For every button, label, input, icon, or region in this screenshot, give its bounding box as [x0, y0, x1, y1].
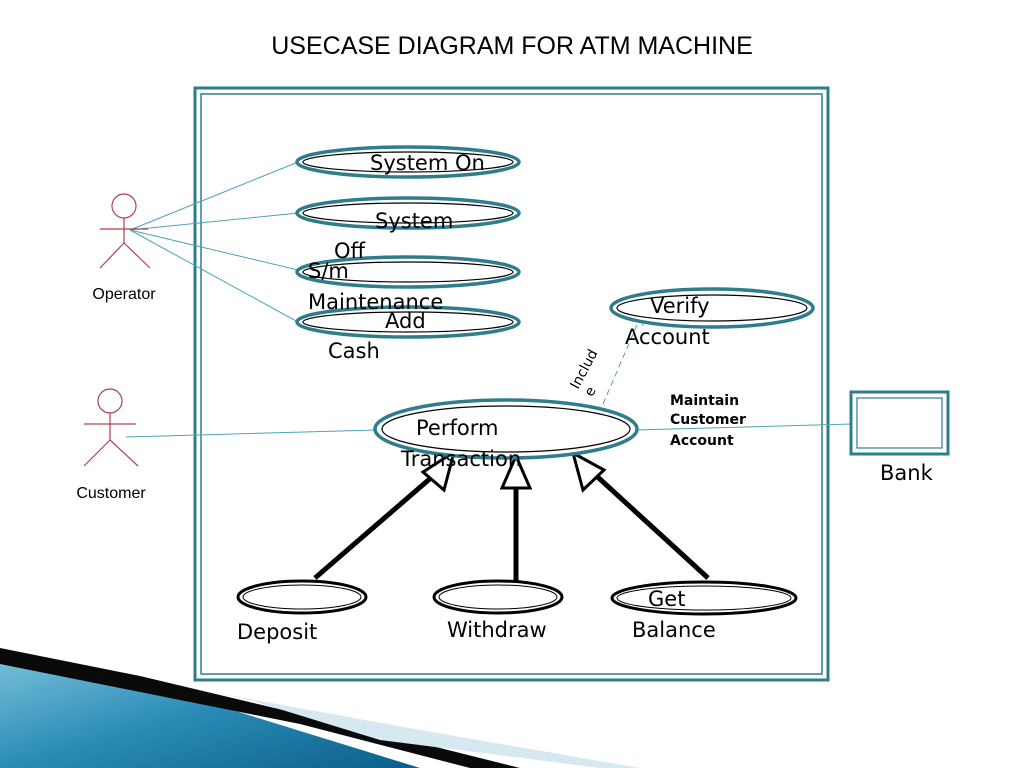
usecase-system-off	[295, 196, 521, 230]
usecase-label-perform-1: Perform	[416, 416, 498, 440]
include-label-line-2: e	[582, 384, 600, 399]
usecase-perform-transaction	[373, 398, 639, 460]
generalization-balance	[570, 449, 710, 580]
generalization-deposit	[313, 448, 457, 580]
system-boundary	[193, 86, 830, 682]
generalization-withdraw	[499, 452, 533, 586]
actor-label-operator: Operator	[92, 286, 156, 303]
usecase-label-system-off-1: System	[375, 209, 453, 233]
usecase-label-balance-2: Balance	[632, 618, 716, 642]
usecase-withdraw	[432, 579, 564, 615]
usecase-label-add-cash-2: Cash	[328, 339, 380, 363]
usecase-label-system-on: System On	[370, 151, 485, 175]
usecase-label-withdraw: Withdraw	[447, 618, 547, 642]
customer-association	[125, 429, 377, 438]
diagram-title: USECASE DIAGRAM FOR ATM MACHINE	[271, 32, 753, 60]
usecase-label-verify-2: Account	[625, 325, 710, 349]
usecase-label-maintenance-2: Maintenance	[308, 290, 443, 314]
bank-actor-box	[849, 390, 950, 456]
actor-label-customer: Customer	[76, 485, 146, 502]
usecase-get-balance	[610, 580, 798, 616]
relation-label-maintain-3: Account	[670, 433, 734, 449]
actor-label-bank: Bank	[880, 461, 934, 485]
relation-label-maintain-2: Customer	[670, 412, 746, 428]
usecase-label-add-cash-1: Add	[385, 309, 426, 333]
usecase-system-on	[295, 145, 521, 179]
usecase-maintenance	[295, 255, 521, 289]
operator-actor-icon	[99, 193, 151, 269]
usecase-label-system-off-2: Off	[334, 239, 366, 263]
usecase-label-verify-1: Verify	[650, 294, 710, 318]
relation-label-maintain-1: Maintain	[670, 393, 739, 409]
bank-association	[635, 423, 853, 431]
usecase-label-perform-2: Transaction	[400, 447, 521, 471]
decorative-swoosh	[0, 648, 640, 768]
usecase-label-balance-1: Get	[648, 587, 685, 611]
usecase-deposit	[236, 579, 368, 615]
usecase-label-deposit: Deposit	[237, 620, 317, 644]
usecase-verify-account	[609, 287, 815, 329]
customer-actor-icon	[83, 388, 139, 467]
usecase-label-maintenance-1: S/m	[308, 259, 349, 283]
usecase-add-cash	[295, 305, 521, 339]
operator-associations	[129, 161, 299, 323]
